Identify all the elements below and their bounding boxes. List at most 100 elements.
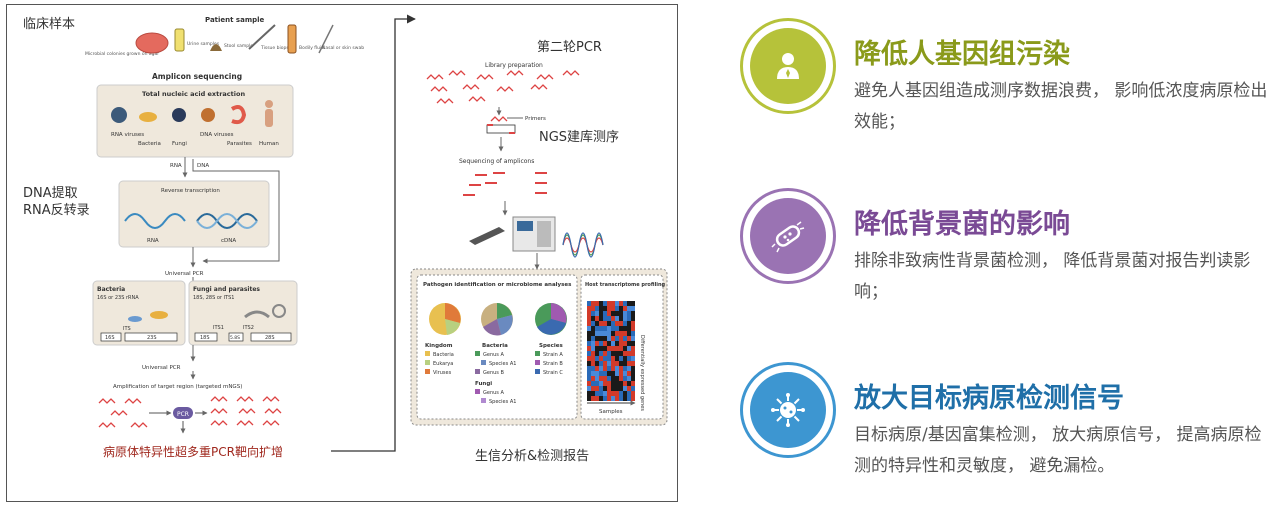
heatmap-cell	[615, 396, 619, 401]
heatmap-cell	[607, 366, 611, 371]
heatmap-cell	[607, 306, 611, 311]
heatmap-cell	[603, 361, 607, 366]
heatmap-cell	[595, 346, 599, 351]
heatmap-cell	[623, 366, 627, 371]
heatmap-cell	[607, 346, 611, 351]
heatmap-cell	[595, 311, 599, 316]
heatmap-cell	[591, 306, 595, 311]
heatmap-cell	[595, 396, 599, 401]
stool-icon	[210, 44, 222, 51]
label-its2: ITS2	[243, 325, 254, 331]
heatmap-cell	[599, 351, 603, 356]
library-fragments	[426, 70, 580, 104]
heatmap-cell	[591, 311, 595, 316]
kingdom-bacteria: Bacteria	[433, 352, 454, 358]
heatmap-cell	[611, 361, 615, 366]
heatmap-cell	[599, 396, 603, 401]
heatmap-cell	[603, 316, 607, 321]
heatmap-cell	[599, 391, 603, 396]
heatmap-cell	[587, 371, 591, 376]
heatmap-cell	[623, 346, 627, 351]
urine-tube-icon	[174, 28, 185, 52]
heatmap-cell	[607, 326, 611, 331]
heatmap-cell	[619, 321, 623, 326]
heatmap-cell	[631, 336, 635, 341]
label-fungi-sub: 18S, 28S or ITS1	[193, 295, 234, 301]
feature-title: 降低背景菌的影响	[854, 209, 1070, 240]
org-label-dna-viruses: DNA viruses	[200, 132, 234, 138]
feature-icon-ring	[740, 18, 836, 114]
heatmap-cell	[603, 391, 607, 396]
pcr-badge	[173, 407, 193, 419]
heatmap-cell	[591, 316, 595, 321]
heatmap-cell	[611, 326, 615, 331]
label-dna-extraction: DNA提取	[23, 185, 78, 201]
heatmap-cell	[603, 381, 607, 386]
heatmap-cell	[599, 311, 603, 316]
label-rna-rt: RNA反转录	[23, 203, 90, 218]
heatmap-cell	[587, 301, 591, 306]
label-fungi-amplicon: Fungi and parasites	[193, 286, 260, 293]
heatmap-cell	[619, 391, 623, 396]
heatmap-cell	[595, 341, 599, 346]
heatmap-cell	[595, 306, 599, 311]
heatmap-cell	[615, 301, 619, 306]
heatmap-cell	[591, 386, 595, 391]
heatmap-cell	[587, 396, 591, 401]
heatmap-cell	[587, 326, 591, 331]
heatmap-cell	[603, 326, 607, 331]
heatmap-cell	[599, 386, 603, 391]
heatmap-cell	[631, 331, 635, 336]
virus-icon	[750, 372, 826, 448]
heatmap-cell	[599, 336, 603, 341]
heatmap-cell	[595, 316, 599, 321]
heatmap-cell	[619, 341, 623, 346]
heatmap-cell	[627, 326, 631, 331]
parasite-icon	[230, 105, 247, 125]
heatmap-cell	[599, 361, 603, 366]
heatmap-cell	[619, 396, 623, 401]
heatmap-cell	[623, 386, 627, 391]
heatmap-cell	[587, 321, 591, 326]
heatmap-cell	[623, 301, 627, 306]
heatmap-cell	[623, 326, 627, 331]
heatmap-cell	[619, 351, 623, 356]
heatmap-cell	[627, 371, 631, 376]
heatmap-cell	[591, 331, 595, 336]
heatmap-cell	[607, 331, 611, 336]
heatmap-cell	[627, 391, 631, 396]
label-16s: 16S	[105, 335, 115, 341]
heatmap-cell	[595, 331, 599, 336]
heatmap-cell	[587, 346, 591, 351]
sample-fluid-label: Bodily fluid	[299, 45, 324, 51]
feature-target-signal: 放大目标病原检测信号 目标病原/基因富集检测， 放大病原信号， 提高病原检测的特…	[730, 358, 1270, 498]
heatmap-cell	[623, 356, 627, 361]
heatmap-cell	[607, 386, 611, 391]
heatmap-cell	[603, 366, 607, 371]
feature-background-bacteria: 降低背景菌的影响 排除非致病性背景菌检测， 降低背景菌对报告判读影响；	[730, 184, 1270, 324]
heatmap-cell	[595, 321, 599, 326]
rna-strand-icon	[124, 213, 186, 229]
heatmap-cell	[627, 311, 631, 316]
species-pie	[535, 303, 567, 335]
heatmap-cell	[607, 336, 611, 341]
scalpel-icon	[248, 24, 276, 50]
heatmap-cell	[611, 371, 615, 376]
org-label-fungi: Fungi	[172, 141, 187, 147]
heatmap-cell	[627, 316, 631, 321]
heatmap-cell	[599, 371, 603, 376]
sample-icons: Microbial colonies grown on agar Urine s…	[85, 24, 364, 57]
heatmap-cell	[595, 301, 599, 306]
heatmap-cell	[627, 386, 631, 391]
heatmap-cell	[607, 301, 611, 306]
heatmap-cell	[611, 321, 615, 326]
species-strain-c: Strain C	[543, 370, 563, 376]
label-species-legend: Species	[539, 343, 564, 349]
heatmap-cell	[587, 376, 591, 381]
heatmap-cell	[615, 331, 619, 336]
heatmap-cell	[607, 356, 611, 361]
heatmap-cell	[631, 301, 635, 306]
heatmap-cell	[603, 371, 607, 376]
heatmap-cell	[615, 361, 619, 366]
heatmap-cell	[603, 376, 607, 381]
